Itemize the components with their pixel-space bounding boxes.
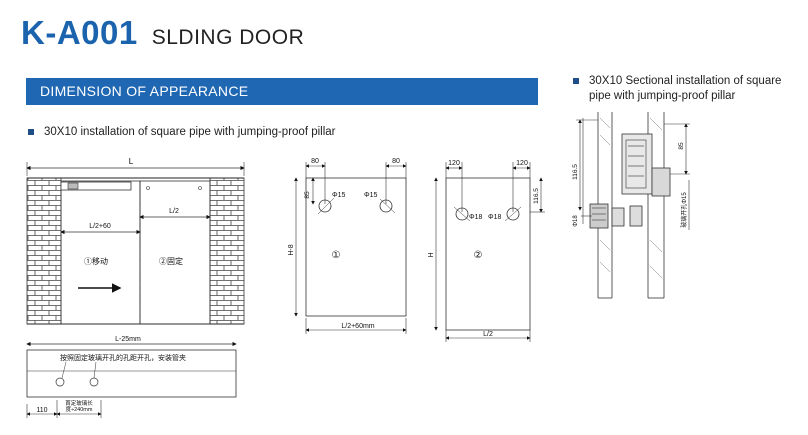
panel-1-dim-right: 80 (392, 158, 400, 165)
section-drawing: 116.5 Φ18 85 玻璃开孔Φ15 (572, 112, 690, 299)
panel-2-drawing: 120 120 116.5 Φ18 Φ18 H ② L/2 (428, 160, 545, 342)
panel-2-hole-label-b: Φ18 (488, 214, 501, 221)
dim-label-l: L (129, 157, 134, 166)
mount-hole-icon (55, 377, 65, 387)
panel-2-outline (445, 177, 531, 331)
section-dim-85: 85 (678, 142, 685, 150)
panel-1-outline (305, 177, 407, 317)
page-header: K-A001 SLDING DOOR (21, 14, 304, 52)
dim-label-half: L/2 (169, 208, 179, 215)
panel-1-hole-icon (318, 199, 332, 213)
panel-1-hole-label-b: Φ15 (364, 192, 377, 199)
panel-moving-label: ①移动 (84, 256, 108, 266)
section-roller (651, 167, 671, 197)
panel-2-hole-label-a: Φ18 (469, 214, 482, 221)
page-title: SLDING DOOR (151, 26, 305, 49)
section-dim-phi15: 玻璃开孔Φ15 (680, 192, 688, 228)
panel-2-number: ② (474, 250, 483, 261)
section-dim-phi18: Φ18 (573, 215, 579, 227)
panel-1-height-label: H-8 (288, 244, 295, 255)
track-drawing: L-25mm 按照固定玻璃开孔的孔距开孔，安装管夹 110 首定玻璃长 度÷24… (26, 336, 237, 418)
panel-1-hole-label-a: Φ15 (332, 192, 345, 199)
panel-2-dim-side: 116.5 (533, 188, 540, 204)
fixed-panel (139, 180, 211, 325)
dim-label-110: 110 (36, 407, 47, 414)
dim-label-fixed-length-2: 度÷240mm (66, 405, 93, 413)
panel-fixed-label: ②固定 (159, 256, 183, 266)
dim-label-l25: L-25mm (115, 336, 141, 343)
panel-1-number: ① (332, 250, 341, 261)
panel-2-hole-icon (455, 207, 469, 221)
section-track-profile (621, 133, 653, 195)
panel-1-width-label: L/2+60mm (341, 323, 374, 330)
section-clamp (589, 203, 609, 229)
track-rail (60, 181, 132, 191)
bullet-square-icon (28, 129, 34, 135)
panel-1-dim-side: 85 (304, 191, 311, 199)
panel-2-dim-left: 120 (448, 160, 460, 167)
panel-2-dim-right: 120 (516, 160, 528, 167)
dim-label-fixed-length: 首定玻璃长 (65, 399, 93, 407)
install-caption-text: 30X10 installation of square pipe with j… (44, 126, 336, 138)
section-dim-116: 116.5 (572, 164, 579, 180)
panel-1-drawing: 80 80 85 Φ15 Φ15 H-8 ① L/2+60mm (288, 158, 407, 334)
right-brick-wall (209, 177, 245, 325)
section-banner: DIMENSION OF APPEARANCE (26, 78, 538, 105)
model-code: K-A001 (21, 14, 138, 51)
panel-1-dim-left: 80 (311, 158, 319, 165)
left-brick-wall (26, 177, 62, 325)
moving-panel (60, 180, 141, 325)
panel-1-hole-icon (379, 199, 393, 213)
panel-2-width-label: L/2 (483, 331, 493, 338)
panel-2-height-label: H (428, 252, 435, 257)
mount-hole-icon (89, 377, 99, 387)
sectional-caption-text: 30X10 Sectional installation of square p… (589, 75, 782, 102)
sectional-caption: 30X10 Sectional installation of square p… (573, 74, 793, 104)
bullet-square-icon (573, 78, 579, 84)
roller-icon (67, 182, 79, 190)
install-caption: 30X10 installation of square pipe with j… (28, 125, 336, 140)
wall-door-drawing: L L/2 L/2+60 ①移动 ②固定 (26, 157, 245, 325)
track-bar (26, 349, 237, 398)
track-note: 按照固定玻璃开孔的孔距开孔，安装管夹 (60, 353, 186, 362)
panel-2-hole-icon (506, 207, 520, 221)
dim-label-half-60: L/2+60 (89, 223, 111, 230)
